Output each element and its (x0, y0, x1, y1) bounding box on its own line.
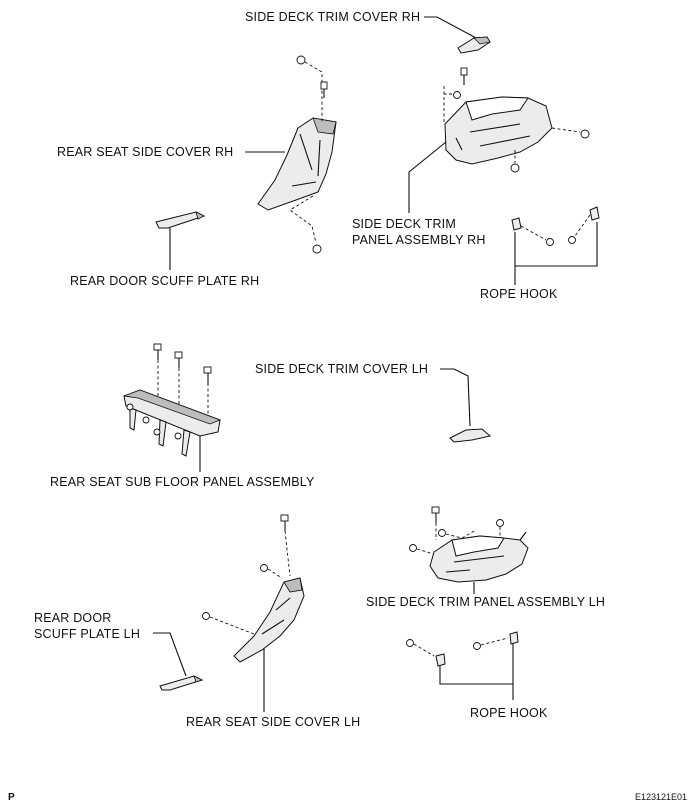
screw-icon (568, 236, 576, 244)
screw-icon (473, 642, 481, 650)
clip-icon (438, 529, 446, 537)
rear-door-scuff-plate-rh (155, 211, 206, 229)
clip-icon (202, 612, 210, 620)
rope-hook-upper-group: ROPE HOOK (480, 206, 600, 301)
bolt-icon (153, 343, 162, 351)
clip-icon (496, 519, 504, 527)
corner-mark: P (8, 792, 15, 803)
label-rear-door-scuff-plate-lh-1: REAR DOOR (34, 611, 112, 625)
bolt-icon (203, 366, 212, 374)
label-side-deck-trim-cover-lh: SIDE DECK TRIM COVER LH (255, 362, 428, 376)
rear-door-scuff-plate-lh-group: REAR DOOR SCUFF PLATE LH (34, 611, 204, 691)
clip-icon (296, 55, 306, 65)
rear-door-scuff-plate-rh-group: REAR DOOR SCUFF PLATE RH (70, 211, 259, 288)
label-rear-seat-sub-floor-panel: REAR SEAT SUB FLOOR PANEL ASSEMBLY (50, 475, 315, 489)
label-rope-hook-upper: ROPE HOOK (480, 287, 558, 301)
rear-seat-sub-floor-panel-group: REAR SEAT SUB FLOOR PANEL ASSEMBLY (50, 343, 315, 489)
side-deck-trim-panel-lh-group: SIDE DECK TRIM PANEL ASSEMBLY LH (366, 506, 605, 609)
rear-seat-side-cover-rh-group: REAR SEAT SIDE COVER RH (57, 55, 337, 254)
screw-icon (280, 514, 289, 522)
rear-seat-side-cover-lh-group: REAR SEAT SIDE COVER LH (186, 514, 360, 729)
leader-rope-hook-lower (439, 644, 514, 685)
clip-icon (580, 129, 590, 139)
leader-rear-door-scuff-plate-lh (153, 632, 187, 677)
label-side-deck-trim-panel-rh-2: PANEL ASSEMBLY RH (352, 233, 486, 247)
side-deck-trim-cover-lh (449, 428, 492, 443)
clip-icon (260, 564, 268, 572)
rope-hook-lh-1 (435, 653, 446, 667)
leader-side-deck-trim-cover-lh (440, 368, 471, 427)
label-rear-door-scuff-plate-lh-2: SCUFF PLATE LH (34, 627, 140, 641)
side-deck-trim-cover-lh-group: SIDE DECK TRIM COVER LH (255, 362, 492, 443)
clip-icon (453, 91, 461, 99)
screw-icon (546, 238, 554, 246)
nut-icon (153, 428, 161, 436)
screw-icon (460, 67, 468, 76)
rear-door-scuff-plate-lh (159, 675, 204, 691)
label-side-deck-trim-panel-rh-1: SIDE DECK TRIM (352, 217, 456, 231)
rope-hook-lh-2 (509, 631, 519, 645)
label-rear-seat-side-cover-lh: REAR SEAT SIDE COVER LH (186, 715, 360, 729)
screw-icon (431, 506, 440, 514)
clip-icon (409, 544, 417, 552)
leader-side-deck-trim-panel-rh (408, 141, 447, 213)
label-rear-door-scuff-plate-rh: REAR DOOR SCUFF PLATE RH (70, 274, 259, 288)
side-deck-trim-cover-rh-group: SIDE DECK TRIM COVER RH (245, 10, 491, 54)
clip-icon (510, 163, 520, 173)
leader-side-deck-trim-cover-rh (424, 16, 479, 40)
screw-icon (406, 639, 414, 647)
clip-icon (312, 244, 322, 254)
bolt-icon (174, 351, 183, 359)
label-side-deck-trim-panel-lh: SIDE DECK TRIM PANEL ASSEMBLY LH (366, 595, 605, 609)
rear-seat-side-cover-lh (233, 577, 305, 663)
rope-hook-rh-2 (589, 206, 600, 221)
label-side-deck-trim-cover-rh: SIDE DECK TRIM COVER RH (245, 10, 420, 24)
nut-icon (126, 403, 134, 411)
nut-icon (142, 416, 150, 424)
rope-hook-lower-group: ROPE HOOK (406, 631, 548, 720)
label-rear-seat-side-cover-rh: REAR SEAT SIDE COVER RH (57, 145, 233, 159)
leader-rope-hook-upper (514, 222, 598, 267)
figure-code: E123121E01 (635, 792, 687, 802)
label-rope-hook-lower: ROPE HOOK (470, 706, 548, 720)
screw-icon (320, 81, 328, 90)
rope-hook-rh-1 (511, 217, 522, 231)
nut-icon (174, 432, 182, 440)
side-deck-trim-panel-rh-group: SIDE DECK TRIM PANEL ASSEMBLY RH (352, 67, 590, 247)
